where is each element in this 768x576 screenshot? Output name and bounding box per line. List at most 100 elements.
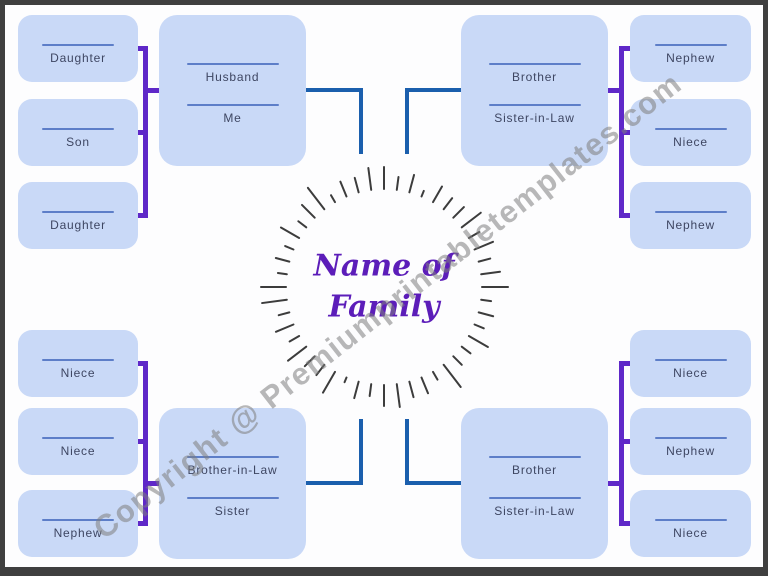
sunburst-dash	[431, 185, 444, 204]
sunburst-dash	[306, 186, 326, 211]
sunburst-dash	[353, 380, 360, 400]
center-connector-bottom-right-h	[405, 481, 461, 485]
relation-label: Brother	[512, 70, 557, 84]
center-connector-top-left-v	[359, 88, 363, 154]
blank-name-line	[654, 519, 727, 521]
name-field: Sister-in-Law	[488, 497, 581, 518]
child-box-nephew-1: Nephew	[630, 15, 751, 82]
sunburst-dash	[477, 311, 495, 318]
child-box-niece-1: Niece	[630, 99, 751, 166]
bracket-stub	[620, 361, 630, 366]
relation-label: Nephew	[666, 444, 715, 458]
sunburst-dash	[286, 345, 308, 363]
sunburst-dash	[277, 311, 291, 317]
sunburst-dash	[460, 211, 483, 229]
relation-label: Daughter	[50, 218, 106, 232]
blank-name-line	[488, 104, 581, 106]
blank-name-line	[186, 63, 279, 65]
parent-box-husband-me: Husband Me	[159, 15, 306, 166]
sunburst-dash	[473, 240, 495, 251]
bracket-stub	[620, 130, 630, 135]
blank-name-line	[42, 359, 114, 361]
name-field: Niece	[654, 519, 727, 540]
name-field: Nephew	[42, 519, 114, 540]
sunburst-dash	[300, 203, 317, 220]
relation-label: Niece	[60, 444, 96, 458]
relation-label: Niece	[673, 526, 708, 540]
child-box-niece-2: Niece	[18, 330, 138, 397]
sunburst-dash	[451, 205, 466, 220]
name-field: Niece	[42, 437, 114, 458]
sunburst-dash	[431, 370, 439, 382]
sunburst-dash	[408, 173, 416, 194]
relation-label: Nephew	[666, 218, 715, 232]
parent-box-brother-sil-bottom: Brother Sister-in-Law	[461, 408, 608, 559]
sunburst-dash	[321, 370, 337, 395]
name-field: Nephew	[654, 437, 727, 458]
parent-box-brother-sil-top: Brother Sister-in-Law	[461, 15, 608, 166]
sunburst-dash	[383, 384, 385, 407]
sunburst-dash	[480, 270, 502, 276]
relation-label: Niece	[673, 135, 708, 149]
sunburst-dash	[274, 256, 291, 263]
name-field: Niece	[654, 359, 727, 380]
sunburst-dash	[329, 193, 337, 204]
bracket-stub	[138, 361, 148, 366]
child-box-nephew-4: Nephew	[630, 408, 751, 475]
blank-name-line	[186, 104, 279, 106]
name-field: Nephew	[654, 211, 727, 232]
blank-name-line	[42, 519, 114, 521]
name-field: Sister	[186, 497, 279, 518]
sunburst-dash	[339, 180, 348, 198]
child-box-daughter-2: Daughter	[18, 182, 138, 249]
sunburst-dash	[283, 244, 295, 251]
sunburst-dash	[315, 363, 326, 377]
bracket-stub	[138, 439, 148, 444]
sunburst-dash	[383, 166, 385, 190]
bracket-parent-stub	[608, 481, 619, 486]
child-box-son: Son	[18, 99, 138, 166]
bracket-stub	[138, 213, 148, 218]
bracket-stub	[138, 130, 148, 135]
name-field: Daughter	[42, 211, 114, 232]
bracket-stub	[138, 46, 148, 51]
bracket-stub	[620, 521, 630, 526]
sunburst-dash	[368, 383, 373, 398]
sunburst-dash	[481, 286, 509, 288]
sunburst-dash	[451, 354, 464, 367]
relation-label: Nephew	[666, 51, 715, 65]
name-field: Sister-in-Law	[488, 104, 581, 125]
blank-name-line	[654, 128, 727, 130]
sunburst-dash	[288, 334, 301, 343]
name-field: Brother-in-Law	[186, 456, 279, 477]
child-box-niece-3: Niece	[18, 408, 138, 475]
name-field: Son	[42, 128, 114, 149]
parent-box-bil-sister: Brother-in-Law Sister	[159, 408, 306, 559]
sunburst-dash	[467, 334, 490, 349]
relation-label: Sister	[214, 504, 251, 518]
relation-label: Son	[66, 135, 90, 149]
blank-name-line	[488, 63, 581, 65]
blank-name-line	[654, 437, 727, 439]
blank-name-line	[488, 456, 581, 458]
child-box-niece-5: Niece	[630, 490, 751, 557]
relation-label: Sister-in-Law	[494, 504, 575, 518]
name-field: Brother	[488, 456, 581, 477]
sunburst-dash	[467, 230, 481, 240]
sunburst-dash	[260, 298, 288, 305]
blank-name-line	[488, 497, 581, 499]
sunburst-dash	[296, 219, 308, 229]
center-connector-bottom-left-v	[359, 419, 363, 485]
child-box-niece-4: Niece	[630, 330, 751, 397]
sunburst-dash	[303, 354, 317, 368]
bracket-stub	[620, 439, 630, 444]
sunburst-dash	[260, 286, 287, 288]
sunburst-dash	[442, 363, 463, 389]
sunburst-dash	[420, 376, 430, 395]
center-connector-bottom-left-h	[306, 481, 363, 485]
relation-label: Brother-in-Law	[187, 463, 278, 477]
sunburst-dash	[395, 175, 400, 191]
blank-name-line	[654, 44, 727, 46]
relation-label: Nephew	[53, 526, 103, 540]
sunburst-dash	[274, 323, 295, 334]
